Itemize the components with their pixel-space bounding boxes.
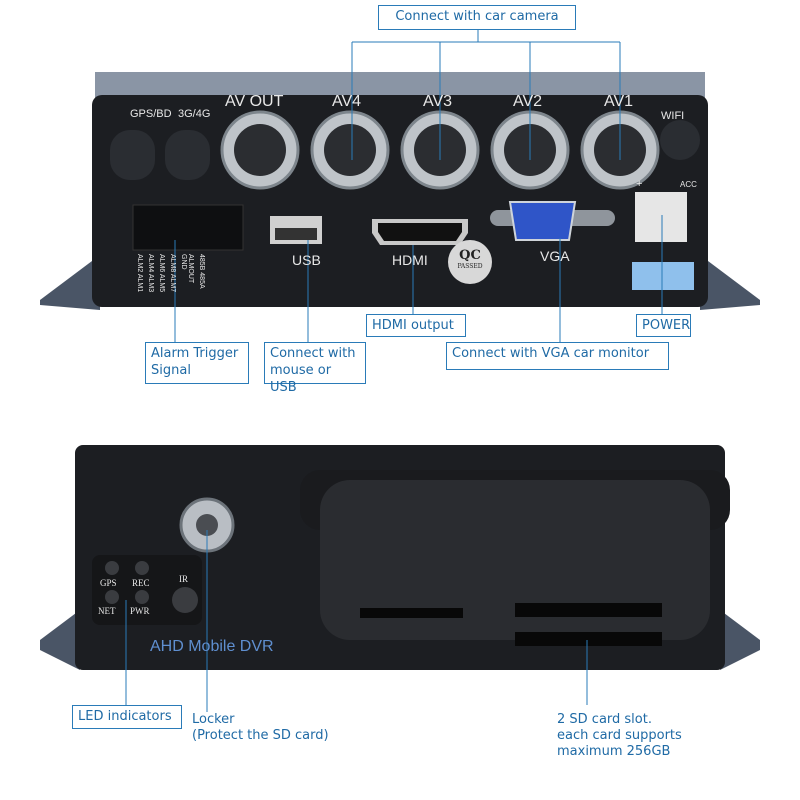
qc-badge: QC PASSED <box>452 248 488 270</box>
camera-callout: Connect with car camera <box>378 5 576 30</box>
av1-label: AV1 <box>604 93 634 110</box>
vga-callout: Connect with VGA car monitor <box>446 342 669 370</box>
led-gps-label: GPS <box>100 578 117 588</box>
top-device <box>40 72 760 310</box>
ir-label: IR <box>179 574 188 584</box>
usb-label: USB <box>292 252 321 268</box>
locker-callout: Locker (Protect the SD card) <box>192 712 329 744</box>
hdmi-label: HDMI <box>392 252 428 268</box>
passed-text: PASSED <box>457 263 483 270</box>
3g4g-port-label: 3G/4G <box>178 108 211 120</box>
plus-label: + <box>636 178 643 190</box>
alarm-label: ALM8 ALM7 <box>169 254 176 293</box>
alarm-label: 485B 485A <box>198 254 205 289</box>
callout-lines <box>125 30 663 712</box>
locker-title: Locker <box>192 712 235 727</box>
led-pwr-label: PWR <box>130 606 150 616</box>
brand-text: AHD Mobile DVR <box>150 638 274 655</box>
alarm-callout: Alarm Trigger Signal <box>145 342 249 384</box>
sd-line: 2 SD card slot. <box>557 712 652 727</box>
gps-port-label: GPS/BD <box>130 108 172 120</box>
led-rec-label: REC <box>132 578 150 588</box>
bottom-device <box>40 445 760 670</box>
sd-callout: 2 SD card slot. each card supports maxim… <box>557 712 682 760</box>
alarm-label: ALM4 ALM3 <box>147 254 154 293</box>
av-out-label: AV OUT <box>225 93 284 110</box>
av3-label: AV3 <box>423 93 453 110</box>
locker-note: (Protect the SD card) <box>192 728 329 743</box>
alarm-pin-labels: ALM2 ALM1 ALM4 ALM3 ALM6 ALM5 ALM8 ALM7 … <box>136 254 246 294</box>
qc-text: QC <box>459 248 481 263</box>
vga-label: VGA <box>540 248 570 264</box>
power-callout: POWER <box>636 314 691 337</box>
av2-label: AV2 <box>513 93 543 110</box>
alarm-label: ALMOUT GND <box>180 254 194 284</box>
sd-line: maximum 256GB <box>557 744 671 759</box>
sd-line: each card supports <box>557 728 682 743</box>
wifi-label: WIFI <box>661 110 685 122</box>
av4-label: AV4 <box>332 93 362 110</box>
usb-callout: Connect with mouse or USB <box>264 342 366 395</box>
led-callout: LED indicators <box>72 705 182 729</box>
alarm-label: ALM6 ALM5 <box>158 254 165 293</box>
led-net-label: NET <box>98 606 116 616</box>
acc-label: ACC <box>680 180 697 189</box>
alarm-label: ALM2 ALM1 <box>136 254 143 293</box>
hdmi-callout: HDMI output <box>366 314 466 337</box>
